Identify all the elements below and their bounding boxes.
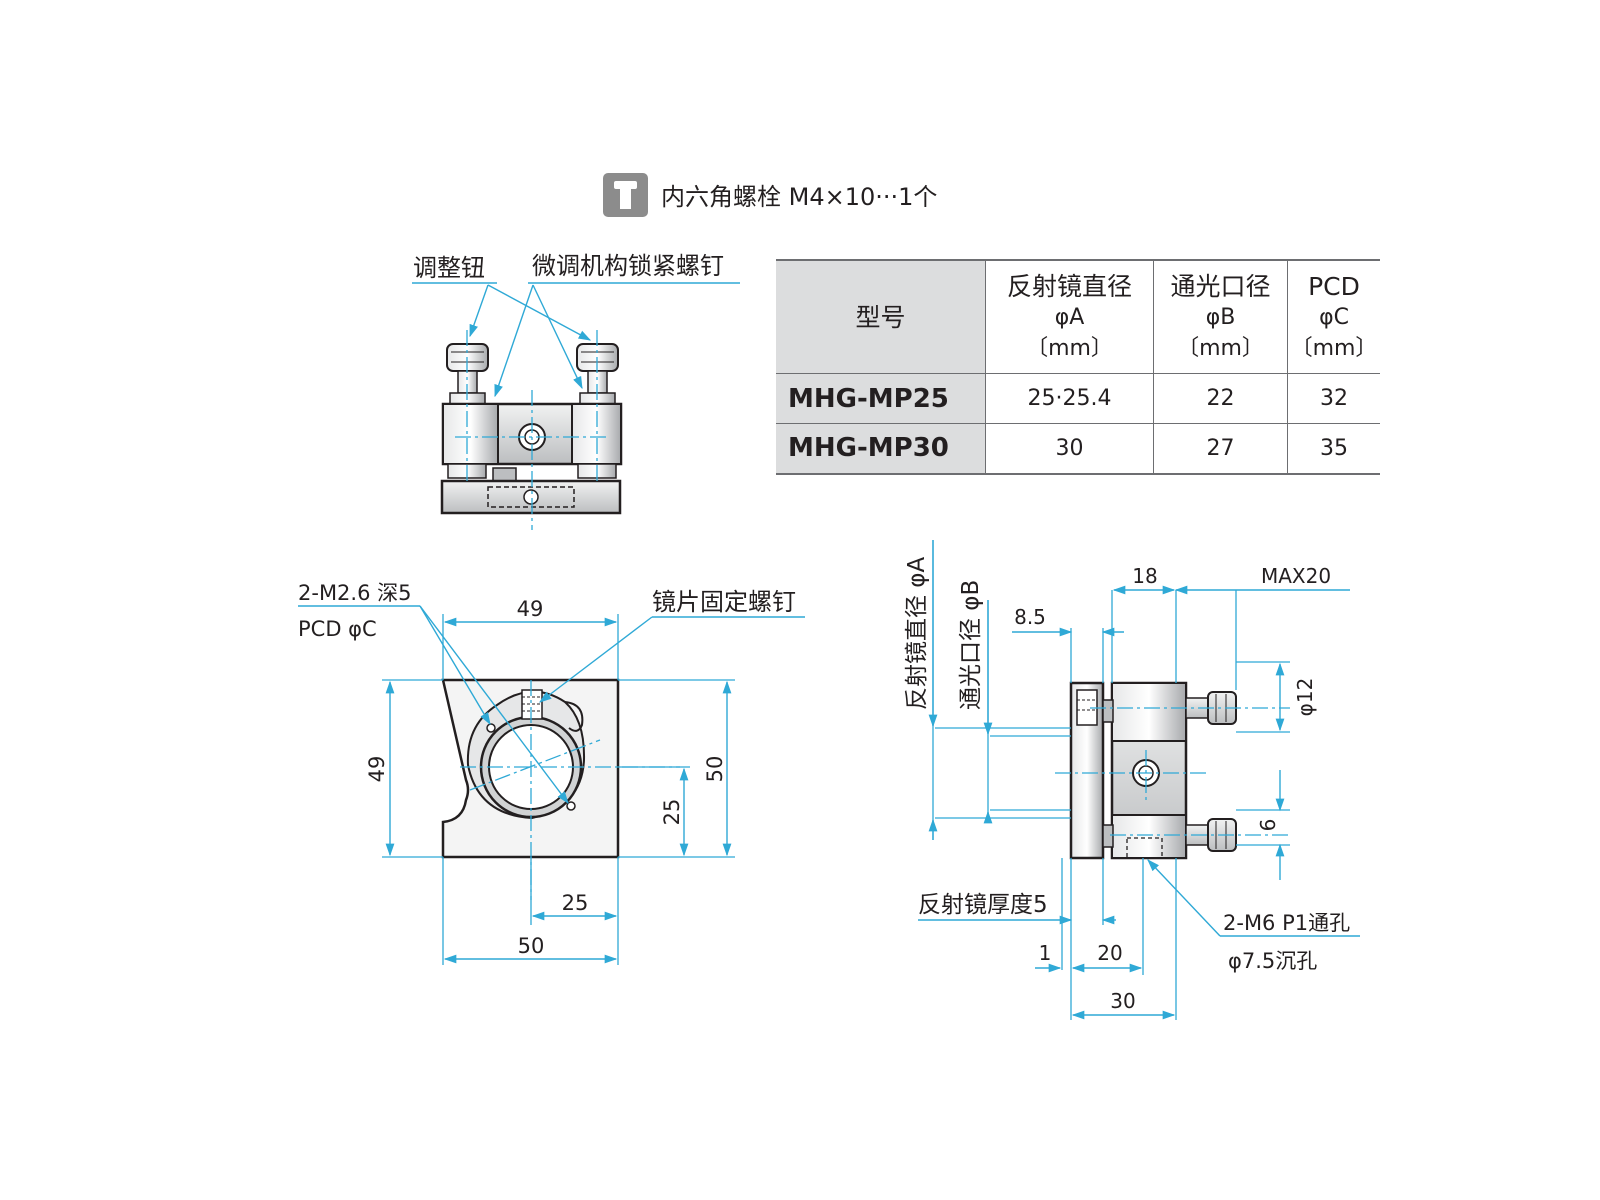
dim-6: 6 xyxy=(1256,819,1280,832)
dim-bottom-width: 50 xyxy=(518,934,545,958)
header-mirror-dia: 反射镜直径 φA 〔mm〕 xyxy=(985,260,1154,374)
label-aperture: 通光口径 φB xyxy=(958,580,984,710)
dim-half-width: 25 xyxy=(562,891,589,915)
front-view-drawing: 2-M2.6 深5 PCD φC 镜片固定螺钉 49 49 50 25 25 5… xyxy=(298,581,805,965)
label-counterbore: φ7.5沉孔 xyxy=(1228,949,1317,973)
header-aperture: 通光口径 φB 〔mm〕 xyxy=(1153,260,1288,374)
cell-pcd: 32 xyxy=(1287,373,1380,424)
spec-table: 型号 反射镜直径 φA 〔mm〕 通光口径 φB 〔mm〕 PCD φC 〔mm… xyxy=(776,259,1380,475)
cell-mirror-dia: 30 xyxy=(985,423,1154,474)
header-pcd: PCD φC 〔mm〕 xyxy=(1290,271,1378,361)
dim-18: 18 xyxy=(1132,564,1157,588)
cell-pcd: 35 xyxy=(1287,423,1380,474)
cell-aperture: 27 xyxy=(1153,423,1288,474)
dim-top-width: 49 xyxy=(517,597,544,621)
label-mirror-thickness: 反射镜厚度5 xyxy=(918,892,1048,918)
dim-left-height: 49 xyxy=(365,756,389,783)
dim-right-height: 50 xyxy=(703,756,727,783)
dim-max20: MAX20 xyxy=(1261,564,1331,588)
accessory-header: 内六角螺栓 M4×10···1个 xyxy=(603,173,937,217)
dim-30: 30 xyxy=(1110,989,1135,1013)
label-tap: 2-M2.6 深5 xyxy=(298,581,412,605)
label-pcd: PCD φC xyxy=(298,617,377,641)
cell-model: MHG-MP25 xyxy=(776,373,986,424)
cell-mirror-dia: 25·25.4 xyxy=(985,373,1154,424)
label-thread: 2-M6 P1通孔 xyxy=(1223,911,1350,935)
label-lock-screw: 微调机构锁紧螺钉 xyxy=(532,252,724,280)
top-view-drawing: 调整钮 微调机构锁紧螺钉 xyxy=(412,252,740,530)
cell-model: MHG-MP30 xyxy=(776,423,986,474)
cell-aperture: 22 xyxy=(1153,373,1288,424)
label-mirror-dia: 反射镜直径 φA xyxy=(904,557,930,710)
header-model: 型号 xyxy=(776,260,986,374)
table-row: MHG-MP25 25·25.4 22 32 xyxy=(776,373,1380,424)
dim-8-5: 8.5 xyxy=(1014,605,1046,629)
hex-bolt-icon xyxy=(603,173,648,217)
accessory-text: 内六角螺栓 M4×10···1个 xyxy=(661,183,937,211)
dim-half-height: 25 xyxy=(660,799,684,826)
dim-20: 20 xyxy=(1097,941,1122,965)
label-knob: 调整钮 xyxy=(413,254,485,282)
label-mirror-screw: 镜片固定螺钉 xyxy=(652,588,796,616)
dim-phi12: φ12 xyxy=(1293,678,1317,717)
dim-1: 1 xyxy=(1039,941,1052,965)
table-header-row: 型号 反射镜直径 φA 〔mm〕 通光口径 φB 〔mm〕 PCD φC 〔mm… xyxy=(776,260,1380,374)
side-view-drawing: 反射镜直径 φA 通光口径 φB 8.5 18 MAX20 φ12 6 反射镜厚… xyxy=(904,540,1360,1020)
table-row: MHG-MP30 30 27 35 xyxy=(776,423,1380,474)
